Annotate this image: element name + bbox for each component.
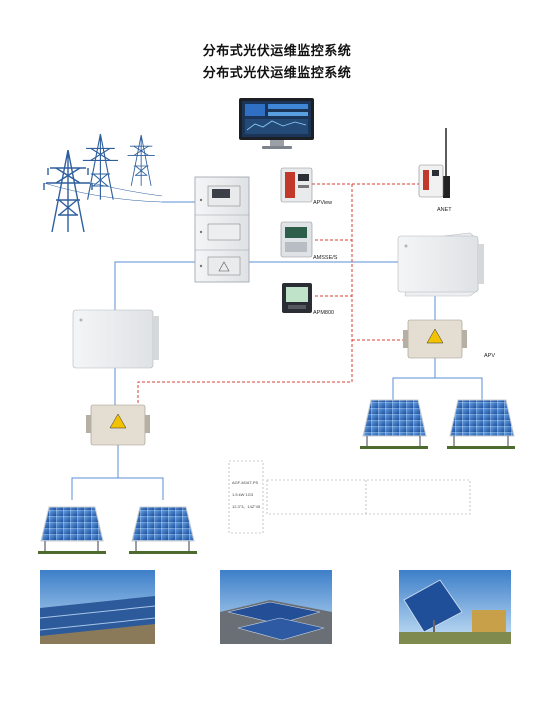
photo-rooftop-pv-icon: [220, 570, 332, 644]
ac-wiring: [71, 201, 483, 500]
anet-label: ANET: [437, 207, 452, 213]
combiner-box-right-icon: [403, 319, 467, 359]
pv-panel-right-a-icon: [360, 399, 428, 449]
amsse-label: AMSSE/S: [313, 255, 338, 261]
diagram-title: 分布式光伏运维监控系统: [202, 44, 352, 59]
apview-meter-icon: [280, 167, 313, 203]
pv-panel-right-b-icon: [447, 399, 515, 449]
pv-panel-left-a-icon: [38, 506, 106, 554]
note-line-3: 12.3"3、14Z"45: [232, 504, 261, 509]
spec-note-boxes: [228, 460, 471, 534]
inverter-left-icon: [72, 309, 159, 369]
amsse-meter-icon: [280, 221, 313, 258]
inverter-right-icon: [397, 232, 484, 297]
comm-wiring: [137, 183, 420, 405]
note-line-2: 1.5 kW 1G3: [232, 492, 254, 497]
note-line-1: AGF-M16T-PS: [232, 480, 259, 485]
combiner-box-left-icon: [86, 404, 150, 446]
apv-label: APV: [484, 353, 496, 359]
apm800-meter-icon: [282, 283, 312, 313]
apview-label: APView: [313, 200, 333, 206]
pv-panel-left-b-icon: [129, 506, 197, 554]
transmission-towers-icon: [43, 133, 163, 233]
switchgear-cabinet-icon: [194, 176, 250, 283]
apm800-label: APM800: [313, 310, 335, 316]
anet-gateway-icon: [418, 128, 450, 198]
photo-solar-farm-icon: [39, 570, 156, 644]
diagram-subtitle: 分布式光伏运维监控系统: [202, 66, 352, 81]
monitoring-screen-icon: [239, 98, 314, 149]
photo-tracker-pv-icon: [399, 570, 511, 644]
